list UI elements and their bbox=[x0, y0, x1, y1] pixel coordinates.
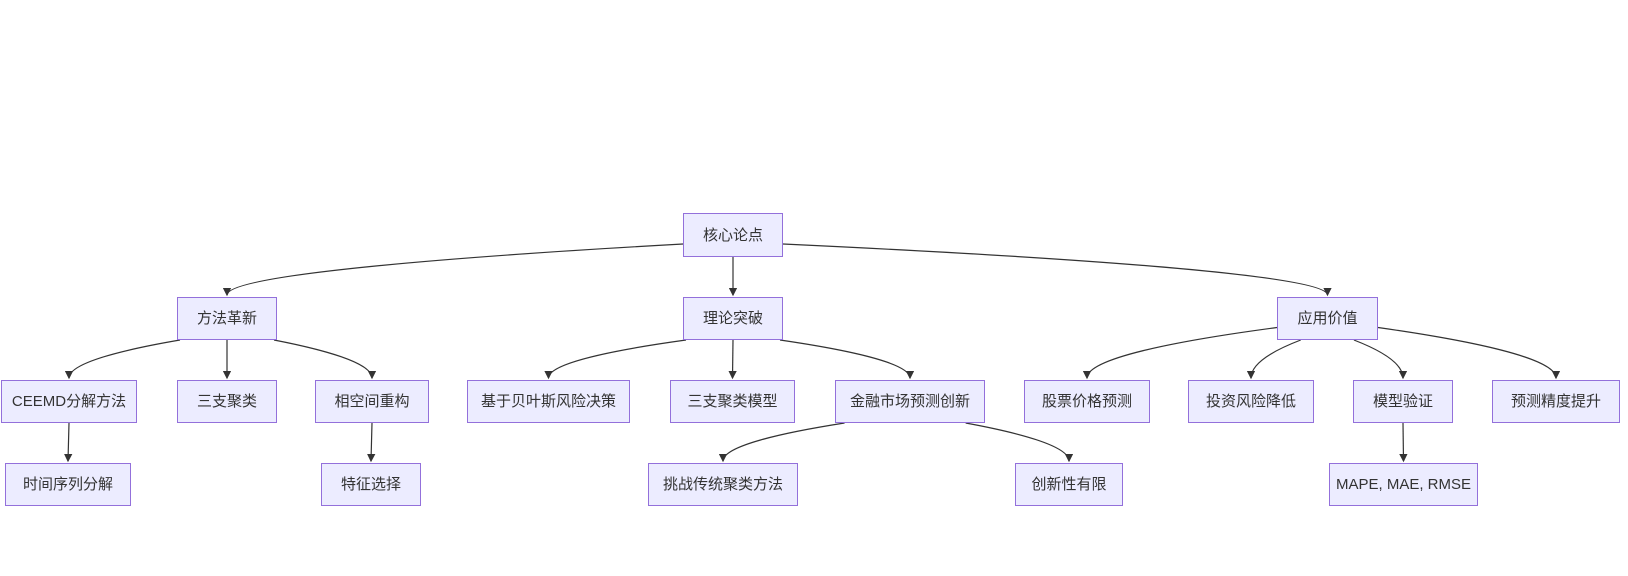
node-bayes: 基于贝叶斯风险决策 bbox=[467, 380, 630, 423]
node-label: 三支聚类模型 bbox=[687, 393, 778, 410]
edge-fininnov-challenge bbox=[718, 422, 845, 463]
node-limited: 创新性有限 bbox=[1015, 463, 1123, 506]
edge-theory-twcmodel bbox=[728, 339, 737, 380]
node-label: MAPE, MAE, RMSE bbox=[1335, 476, 1472, 493]
node-feature: 特征选择 bbox=[321, 463, 421, 506]
node-label: 相空间重构 bbox=[334, 393, 410, 410]
node-core: 核心论点 bbox=[683, 213, 783, 257]
node-phase: 相空间重构 bbox=[315, 380, 429, 423]
node-ceemd: CEEMD分解方法 bbox=[1, 380, 137, 423]
edge-value-risk bbox=[1246, 339, 1301, 380]
node-label: 特征选择 bbox=[340, 476, 401, 493]
node-label: 创新性有限 bbox=[1031, 476, 1107, 493]
node-twcmodel: 三支聚类模型 bbox=[670, 380, 795, 423]
node-fininnov: 金融市场预测创新 bbox=[835, 380, 985, 423]
node-label: 模型验证 bbox=[1372, 393, 1433, 410]
edge-method-phase bbox=[273, 339, 377, 380]
edge-theory-fininnov bbox=[779, 339, 915, 380]
node-challenge: 挑战传统聚类方法 bbox=[648, 463, 798, 506]
edge-value-accuracy bbox=[1377, 326, 1561, 380]
edge-theory-bayes bbox=[544, 339, 687, 380]
node-label: CEEMD分解方法 bbox=[11, 393, 127, 410]
edge-method-ceemd bbox=[64, 339, 181, 380]
node-label: 核心论点 bbox=[702, 226, 763, 244]
node-label: 投资风险降低 bbox=[1205, 393, 1296, 410]
node-risk: 投资风险降低 bbox=[1188, 380, 1314, 423]
node-validate: 模型验证 bbox=[1353, 380, 1453, 423]
edge-phase-feature bbox=[366, 422, 376, 463]
edge-value-stock bbox=[1082, 326, 1278, 380]
edge-value-validate bbox=[1353, 339, 1408, 380]
node-label: 预测精度提升 bbox=[1510, 393, 1601, 410]
edge-ceemd-tsdecomp bbox=[63, 422, 73, 463]
node-theory: 理论突破 bbox=[683, 297, 783, 340]
node-label: 时间序列分解 bbox=[22, 476, 113, 493]
node-stock: 股票价格预测 bbox=[1024, 380, 1150, 423]
edge-group bbox=[63, 243, 1561, 463]
node-value: 应用价值 bbox=[1277, 297, 1378, 340]
node-metrics: MAPE, MAE, RMSE bbox=[1329, 463, 1478, 506]
edge-fininnov-limited bbox=[965, 422, 1074, 463]
node-label: 理论突破 bbox=[702, 310, 763, 327]
node-threeway: 三支聚类 bbox=[177, 380, 277, 423]
node-label: 三支聚类 bbox=[196, 393, 257, 410]
edge-core-method bbox=[222, 243, 684, 297]
node-label: 应用价值 bbox=[1297, 310, 1358, 327]
node-label: 金融市场预测创新 bbox=[849, 393, 970, 410]
node-label: 方法革新 bbox=[196, 310, 257, 327]
node-label: 基于贝叶斯风险决策 bbox=[480, 393, 616, 410]
node-label: 股票价格预测 bbox=[1041, 393, 1132, 410]
node-tsdecomp: 时间序列分解 bbox=[5, 463, 131, 506]
edge-core-value bbox=[782, 243, 1332, 297]
node-accuracy: 预测精度提升 bbox=[1492, 380, 1620, 423]
node-method: 方法革新 bbox=[177, 297, 277, 340]
node-label: 挑战传统聚类方法 bbox=[662, 476, 783, 493]
edge-validate-metrics bbox=[1399, 422, 1408, 463]
